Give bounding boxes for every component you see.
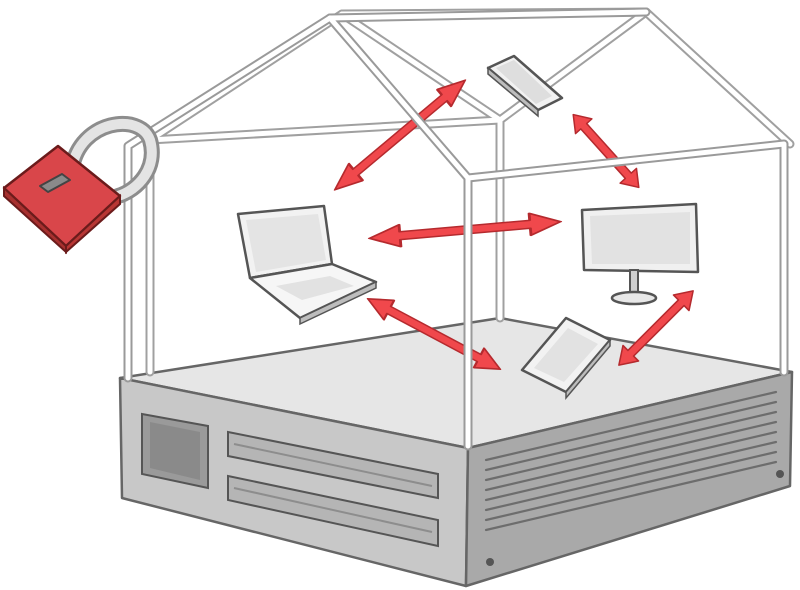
laptop xyxy=(236,204,378,326)
monitor xyxy=(580,202,700,306)
server-screw-2 xyxy=(776,470,784,478)
arrow-phone-monitor xyxy=(564,106,648,196)
arrow-phone-laptop xyxy=(326,70,474,200)
server-front-panel-inner xyxy=(150,422,200,480)
bay-groove-2 xyxy=(233,487,433,533)
server-vents xyxy=(484,390,778,532)
server-screw-1 xyxy=(486,558,494,566)
server-side-face xyxy=(464,370,794,588)
padlock-keyhole xyxy=(39,173,71,193)
padlock xyxy=(2,116,160,255)
bay-groove-1 xyxy=(233,443,433,487)
smartphone xyxy=(486,54,564,118)
tablet xyxy=(520,316,612,401)
server-base xyxy=(118,316,794,588)
